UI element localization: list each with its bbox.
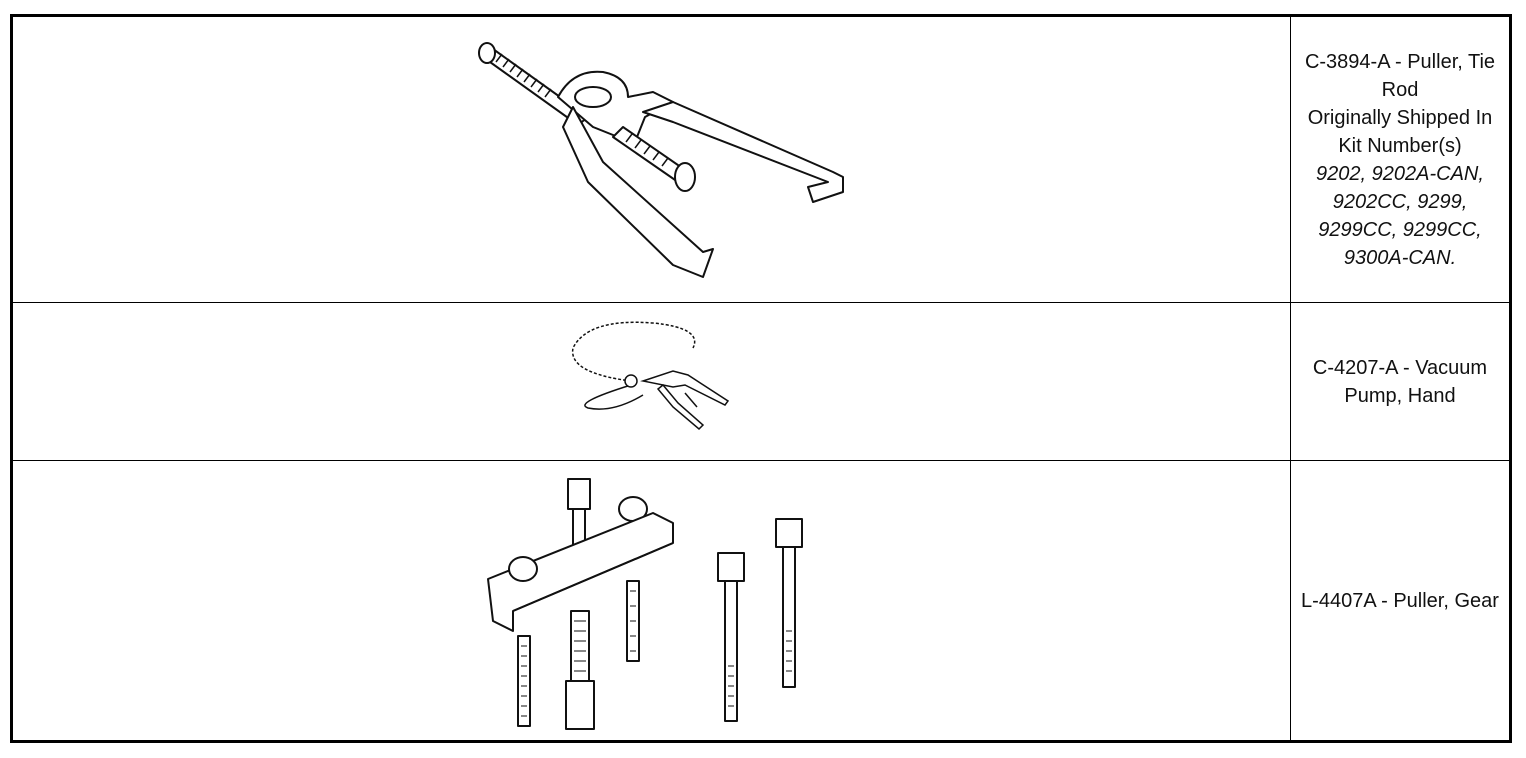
tie-rod-puller-illustration-icon <box>478 42 844 278</box>
vacuum-pump-illustration-icon <box>571 321 730 431</box>
tool-row: C-4207-A - Vacuum Pump, Hand <box>13 302 1509 460</box>
kit-numbers: 9202, 9202A-CAN, 9202CC, 9299, 9299CC, 9… <box>1316 162 1484 269</box>
shipped-label: Originally Shipped In Kit Number(s) <box>1307 106 1493 157</box>
tool-image-cell <box>13 303 1291 460</box>
tool-description-cell: L-4407A - Puller, Gear <box>1291 461 1509 740</box>
tool-row: L-4407A - Puller, Gear <box>13 460 1509 740</box>
tool-description-cell: C-3894-A - Puller, Tie Rod Originally Sh… <box>1291 17 1509 302</box>
tool-name: C-4207-A - Vacuum Pump, Hand <box>1312 356 1488 407</box>
tool-row: C-3894-A - Puller, Tie Rod Originally Sh… <box>13 17 1509 302</box>
tool-table: C-3894-A - Puller, Tie Rod Originally Sh… <box>10 14 1512 743</box>
tool-image-cell <box>13 17 1291 302</box>
tool-image-cell <box>13 461 1291 740</box>
gear-puller-illustration-icon <box>487 478 803 730</box>
tool-name: L-4407A - Puller, Gear <box>1301 589 1499 612</box>
tool-name: C-3894-A - Puller, Tie Rod <box>1304 50 1496 101</box>
tool-description-cell: C-4207-A - Vacuum Pump, Hand <box>1291 303 1509 460</box>
